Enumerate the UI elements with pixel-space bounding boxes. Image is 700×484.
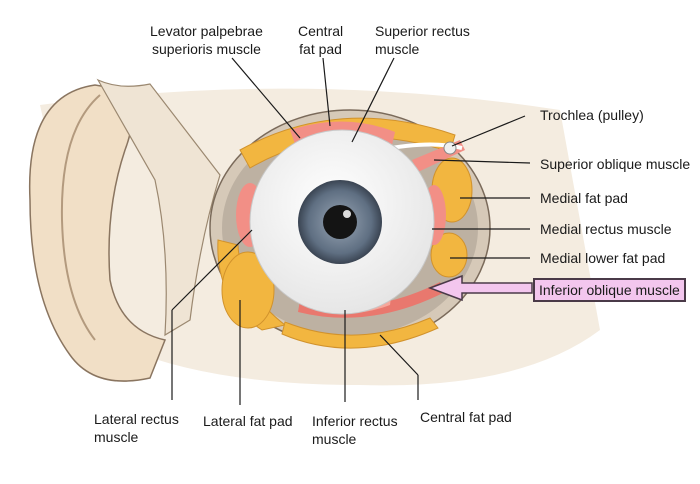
leader-lines bbox=[171, 57, 531, 405]
label-central-fat-pad-top: Central fat pad bbox=[298, 23, 344, 57]
leader-superior-oblique bbox=[433, 159, 531, 164]
label-superior-oblique: Superior oblique muscle bbox=[540, 156, 691, 172]
label-levator-palpebrae: Levator palpebrae superioris muscle bbox=[150, 23, 263, 57]
label-medial-fat-pad: Medial fat pad bbox=[540, 190, 628, 206]
label-medial-rectus: Medial rectus muscle bbox=[540, 221, 672, 237]
leader-trochlea bbox=[451, 115, 526, 147]
label-inferior-rectus: Inferior rectus muscle bbox=[312, 413, 398, 447]
ear bbox=[28, 84, 167, 382]
pupil bbox=[323, 205, 357, 239]
leader-central-fat-top bbox=[322, 57, 331, 127]
label-superior-rectus: Superior rectus muscle bbox=[375, 23, 470, 57]
leader-superior-rectus bbox=[351, 57, 395, 143]
label-trochlea: Trochlea (pulley) bbox=[540, 107, 644, 123]
highlight-arrow bbox=[427, 274, 533, 302]
leader-levator bbox=[231, 57, 301, 139]
label-medial-lower-fat-pad: Medial lower fat pad bbox=[540, 250, 666, 266]
label-lateral-rectus: Lateral rectus muscle bbox=[94, 411, 179, 445]
label-inferior-oblique-highlight: Inferior oblique muscle bbox=[533, 278, 686, 302]
label-central-fat-pad-bottom: Central fat pad bbox=[420, 409, 512, 425]
label-lateral-fat-pad: Lateral fat pad bbox=[203, 413, 293, 429]
hairline bbox=[96, 78, 221, 337]
eyeball bbox=[249, 129, 435, 315]
